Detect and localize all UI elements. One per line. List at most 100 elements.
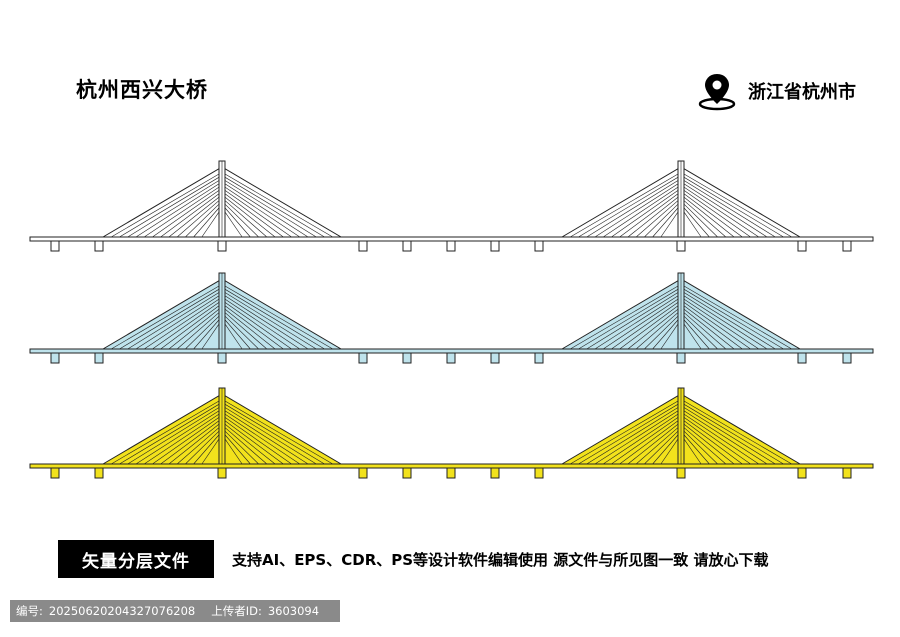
- cable-line: [221, 171, 333, 238]
- cable-line: [221, 197, 268, 238]
- cable-line: [627, 306, 682, 350]
- bridge-pier: [490, 352, 500, 364]
- cable-line: [680, 418, 743, 465]
- bridge-pier: [217, 467, 227, 479]
- cable-line: [680, 424, 727, 465]
- bridge-pier: [446, 240, 456, 252]
- cable-line: [619, 303, 682, 350]
- cable-line: [221, 408, 309, 465]
- bridge-pier: [358, 240, 368, 252]
- bridge-pier: [446, 467, 456, 479]
- bridge-deck: [29, 236, 874, 242]
- cable-line: [586, 405, 682, 465]
- cable-line: [680, 312, 718, 350]
- cable-line: [619, 418, 682, 465]
- cable-line: [221, 421, 276, 465]
- cable-line: [680, 408, 768, 465]
- cable-line: [603, 184, 682, 238]
- cable-line: [152, 188, 223, 238]
- bridge-pier: [50, 467, 60, 479]
- bridge-pier: [842, 240, 852, 252]
- cable-line: [221, 309, 268, 350]
- cable-line: [221, 303, 284, 350]
- cable-line: [221, 415, 292, 465]
- cable-line: [127, 290, 223, 350]
- cable-line: [680, 296, 759, 350]
- cable-line: [680, 287, 784, 350]
- cable-line: [185, 200, 223, 238]
- cable-line: [119, 175, 223, 238]
- watermark-footer: 编号: 20250620204327076208 上传者ID: 3603094: [10, 600, 340, 622]
- cable-line: [680, 300, 751, 350]
- bridge-pier: [50, 240, 60, 252]
- cable-line: [611, 415, 682, 465]
- cable-line: [586, 178, 682, 238]
- cable-line: [221, 178, 317, 238]
- cable-line: [221, 424, 268, 465]
- cable-line: [221, 283, 333, 350]
- cable-line: [144, 184, 223, 238]
- cable-line: [680, 283, 792, 350]
- cable-line: [193, 316, 223, 350]
- bridge-pier: [446, 352, 456, 364]
- location-text: 浙江省杭州市: [748, 82, 856, 103]
- cable-line: [578, 402, 682, 465]
- cable-line: [221, 200, 259, 238]
- cable-line: [635, 197, 682, 238]
- bridge-pier: [676, 467, 686, 479]
- bridge-pier: [797, 240, 807, 252]
- cable-line: [680, 290, 776, 350]
- cable-line: [127, 178, 223, 238]
- cable-line: [221, 204, 251, 238]
- bridge-pier: [402, 352, 412, 364]
- cable-line: [176, 197, 223, 238]
- cable-line: [221, 402, 325, 465]
- bridge-pier: [94, 352, 104, 364]
- cable-line: [144, 411, 223, 465]
- cable-line: [119, 287, 223, 350]
- cable-line: [221, 316, 251, 350]
- map-pin-icon: [698, 74, 736, 111]
- cable-line: [193, 431, 223, 465]
- cable-line: [680, 411, 759, 465]
- cable-line: [680, 309, 727, 350]
- cable-line: [586, 290, 682, 350]
- cable-line: [594, 408, 682, 465]
- cable-line: [680, 303, 743, 350]
- cable-line: [570, 283, 682, 350]
- bridge-pier: [94, 467, 104, 479]
- cable-line: [221, 300, 292, 350]
- cable-line: [221, 287, 325, 350]
- bridge-pier: [534, 467, 544, 479]
- cable-line: [680, 431, 710, 465]
- id-value: 20250620204327076208: [48, 604, 196, 618]
- bridge-pier: [358, 352, 368, 364]
- cable-line: [221, 293, 309, 350]
- cable-line: [680, 171, 792, 238]
- cable-line: [176, 424, 223, 465]
- cable-line: [193, 204, 223, 238]
- file-description: 支持AI、EPS、CDR、PS等设计软件编辑使用 源文件与所见图一致 请放心下载: [232, 551, 769, 569]
- cable-line: [652, 316, 682, 350]
- cable-line: [680, 194, 735, 238]
- cable-line: [635, 424, 682, 465]
- cable-line: [578, 175, 682, 238]
- cable-line: [160, 303, 223, 350]
- cable-line: [680, 188, 751, 238]
- page-title: 杭州西兴大桥: [76, 78, 208, 102]
- bridge-pier: [402, 240, 412, 252]
- cable-line: [111, 283, 223, 350]
- cable-line: [111, 398, 223, 465]
- cable-line: [680, 178, 776, 238]
- bridge-pier: [842, 467, 852, 479]
- cable-line: [627, 421, 682, 465]
- id-label: 编号:: [16, 604, 43, 618]
- cable-line: [652, 204, 682, 238]
- cable-line: [221, 184, 300, 238]
- cable-line: [221, 175, 325, 238]
- bridge-pier: [842, 352, 852, 364]
- cable-line: [221, 191, 284, 238]
- cable-line: [221, 290, 317, 350]
- cable-line: [119, 402, 223, 465]
